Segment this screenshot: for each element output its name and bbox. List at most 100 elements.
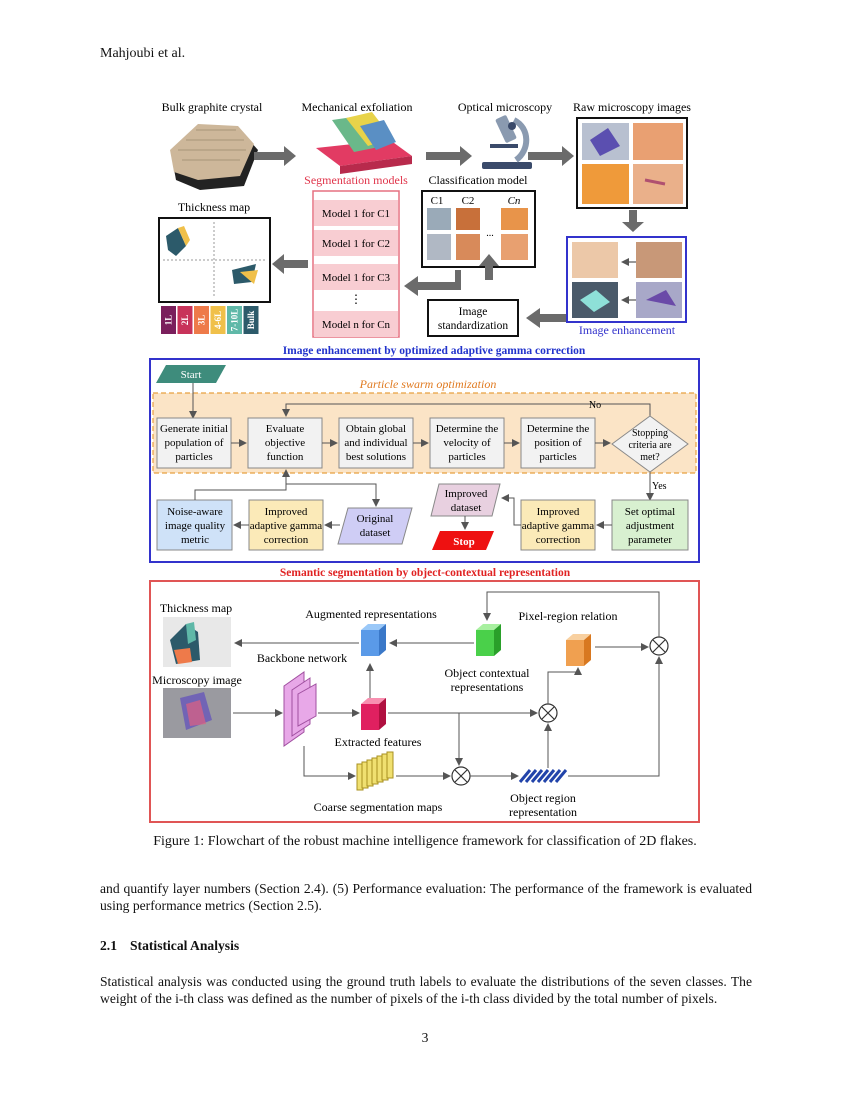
- step5-l2: position of: [534, 437, 582, 449]
- noise-l1: Noise-aware: [167, 506, 223, 518]
- coarse-maps-graphic: [356, 751, 394, 791]
- seg-thickness-label: Thickness map: [160, 601, 232, 615]
- imp-dataset-l1: Improved: [445, 488, 488, 500]
- otimes-nodes: [451, 636, 669, 786]
- object-region-graphic: [518, 769, 568, 783]
- object-ctx-l2: representations: [451, 680, 524, 694]
- improved2-l1: Improved: [537, 506, 580, 518]
- diamond-l1: Stopping: [632, 428, 668, 439]
- label-mech: Mechanical exfoliation: [302, 100, 413, 114]
- legend-label: 1L: [164, 315, 174, 326]
- legend-label: 2L: [180, 315, 190, 326]
- setopt-l3: parameter: [628, 534, 672, 546]
- body-paragraph-1: and quantify layer numbers (Section 2.4)…: [100, 881, 752, 913]
- diamond-l3: met?: [640, 452, 660, 463]
- thickness-map-title: Thickness map: [178, 200, 250, 214]
- legend-swatch: [194, 306, 209, 334]
- no-label: No: [589, 400, 601, 411]
- step2-l1: Evaluate: [266, 423, 305, 435]
- step3-l2: and individual: [344, 437, 407, 449]
- stop-label: Stop: [453, 536, 474, 548]
- noise-l2: image quality: [165, 520, 226, 532]
- extracted-features-cube: [361, 698, 386, 730]
- step4-l2: velocity of: [443, 437, 491, 449]
- figure-flowchart: Bulk graphite crystal Mechanical exfolia…: [149, 100, 700, 823]
- extracted-label: Extracted features: [335, 735, 422, 749]
- step4-l3: particles: [448, 451, 485, 463]
- imp-dataset-l2: dataset: [451, 502, 482, 514]
- legend-label: 4-6L: [213, 311, 223, 329]
- class-c2: C2: [462, 195, 475, 207]
- std-line2: standardization: [438, 320, 509, 332]
- backbone-network-graphic: [283, 671, 317, 747]
- image-enhancement-panel: [566, 236, 687, 323]
- exfoliation-graphic: [316, 112, 412, 174]
- seg-title: Semantic segmentation by object-contextu…: [280, 567, 571, 579]
- seg-models-title: Segmentation models: [304, 173, 408, 187]
- seg-microscopy-image: [163, 688, 231, 738]
- page-number: 3: [421, 1030, 429, 1045]
- seg-thickness-image: [163, 617, 231, 667]
- step1-l1: Generate initial: [160, 423, 228, 435]
- seg-model-n: Model n for Cn: [322, 319, 391, 331]
- pso-region: [152, 392, 697, 474]
- section-number: 2.1: [100, 938, 117, 953]
- pso-arrows: [231, 403, 654, 501]
- seg-arrows: [233, 591, 663, 780]
- label-raw: Raw microscopy images: [573, 100, 691, 114]
- seg-model-dots: ⋮: [350, 292, 362, 306]
- original-l2: dataset: [360, 527, 391, 539]
- improved2-l2: adaptive gamma: [522, 520, 595, 532]
- legend-swatch: [161, 306, 176, 334]
- section-heading: 2.1 Statistical Analysis: [100, 938, 239, 954]
- augmented-label: Augmented representations: [305, 607, 437, 621]
- label-optical: Optical microscopy: [458, 100, 552, 114]
- mid-arrows: [272, 254, 566, 328]
- step1-l3: particles: [175, 451, 212, 463]
- step5-l3: particles: [539, 451, 576, 463]
- pixel-region-label: Pixel-region relation: [519, 609, 618, 623]
- segmentation-models-box: Model 1 for C1 Model 1 for C2 Model 1 fo…: [312, 190, 400, 338]
- classification-model-box: C1 C2 Cn ...: [421, 190, 536, 268]
- microscope-icon: [482, 115, 532, 169]
- figure-caption: Figure 1: Flowchart of the robust machin…: [153, 834, 697, 849]
- object-ctx-l1: Object contextual: [445, 666, 531, 680]
- top-arrows: [254, 146, 644, 232]
- legend-label: 3L: [197, 315, 207, 326]
- object-context-cube: [476, 624, 501, 656]
- body-paragraph-2: Statistical analysis was conducted using…: [100, 974, 752, 1006]
- legend-label: Bulk: [246, 311, 256, 330]
- setopt-l2: adjustment: [626, 520, 674, 532]
- class-dots: ...: [486, 228, 494, 239]
- noise-l3: metric: [181, 534, 209, 546]
- legend-swatch: [243, 306, 259, 334]
- class-model-title: Classification model: [429, 173, 529, 187]
- seg-microscopy-label: Microscopy image: [152, 673, 242, 687]
- gamma-frame: [149, 358, 700, 563]
- diamond-l2: criteria are: [628, 440, 672, 451]
- augmented-cube: [361, 624, 386, 656]
- step3-l1: Obtain global: [346, 423, 406, 435]
- class-cn: Cn: [508, 195, 521, 207]
- step3-l3: best solutions: [346, 451, 406, 463]
- step2-l2: objective: [265, 437, 305, 449]
- step4-l1: Determine the: [436, 423, 499, 435]
- yes-label: Yes: [652, 481, 667, 492]
- legend-swatch: [177, 306, 193, 334]
- gamma-lower-row: Noise-aware image quality metric Improve…: [156, 483, 689, 551]
- pso-title: Particle swarm optimization: [359, 377, 497, 391]
- std-line1: Image: [459, 306, 488, 318]
- start-node: Start: [156, 365, 226, 383]
- improved-l1: Improved: [265, 506, 308, 518]
- gamma-title: Image enhancement by optimized adaptive …: [283, 345, 586, 357]
- bulk-crystal-graphic: [170, 124, 258, 190]
- backbone-label: Backbone network: [257, 651, 347, 665]
- original-l1: Original: [357, 513, 394, 525]
- seg-model-1: Model 1 for C1: [322, 208, 390, 220]
- standardization-box: Image standardization: [427, 299, 519, 337]
- coarse-label: Coarse segmentation maps: [314, 800, 443, 814]
- running-header: Mahjoubi et al.: [100, 46, 186, 61]
- section-title: Statistical Analysis: [130, 938, 240, 953]
- label-bulk: Bulk graphite crystal: [162, 100, 263, 114]
- legend-label: 7-10L: [230, 309, 240, 332]
